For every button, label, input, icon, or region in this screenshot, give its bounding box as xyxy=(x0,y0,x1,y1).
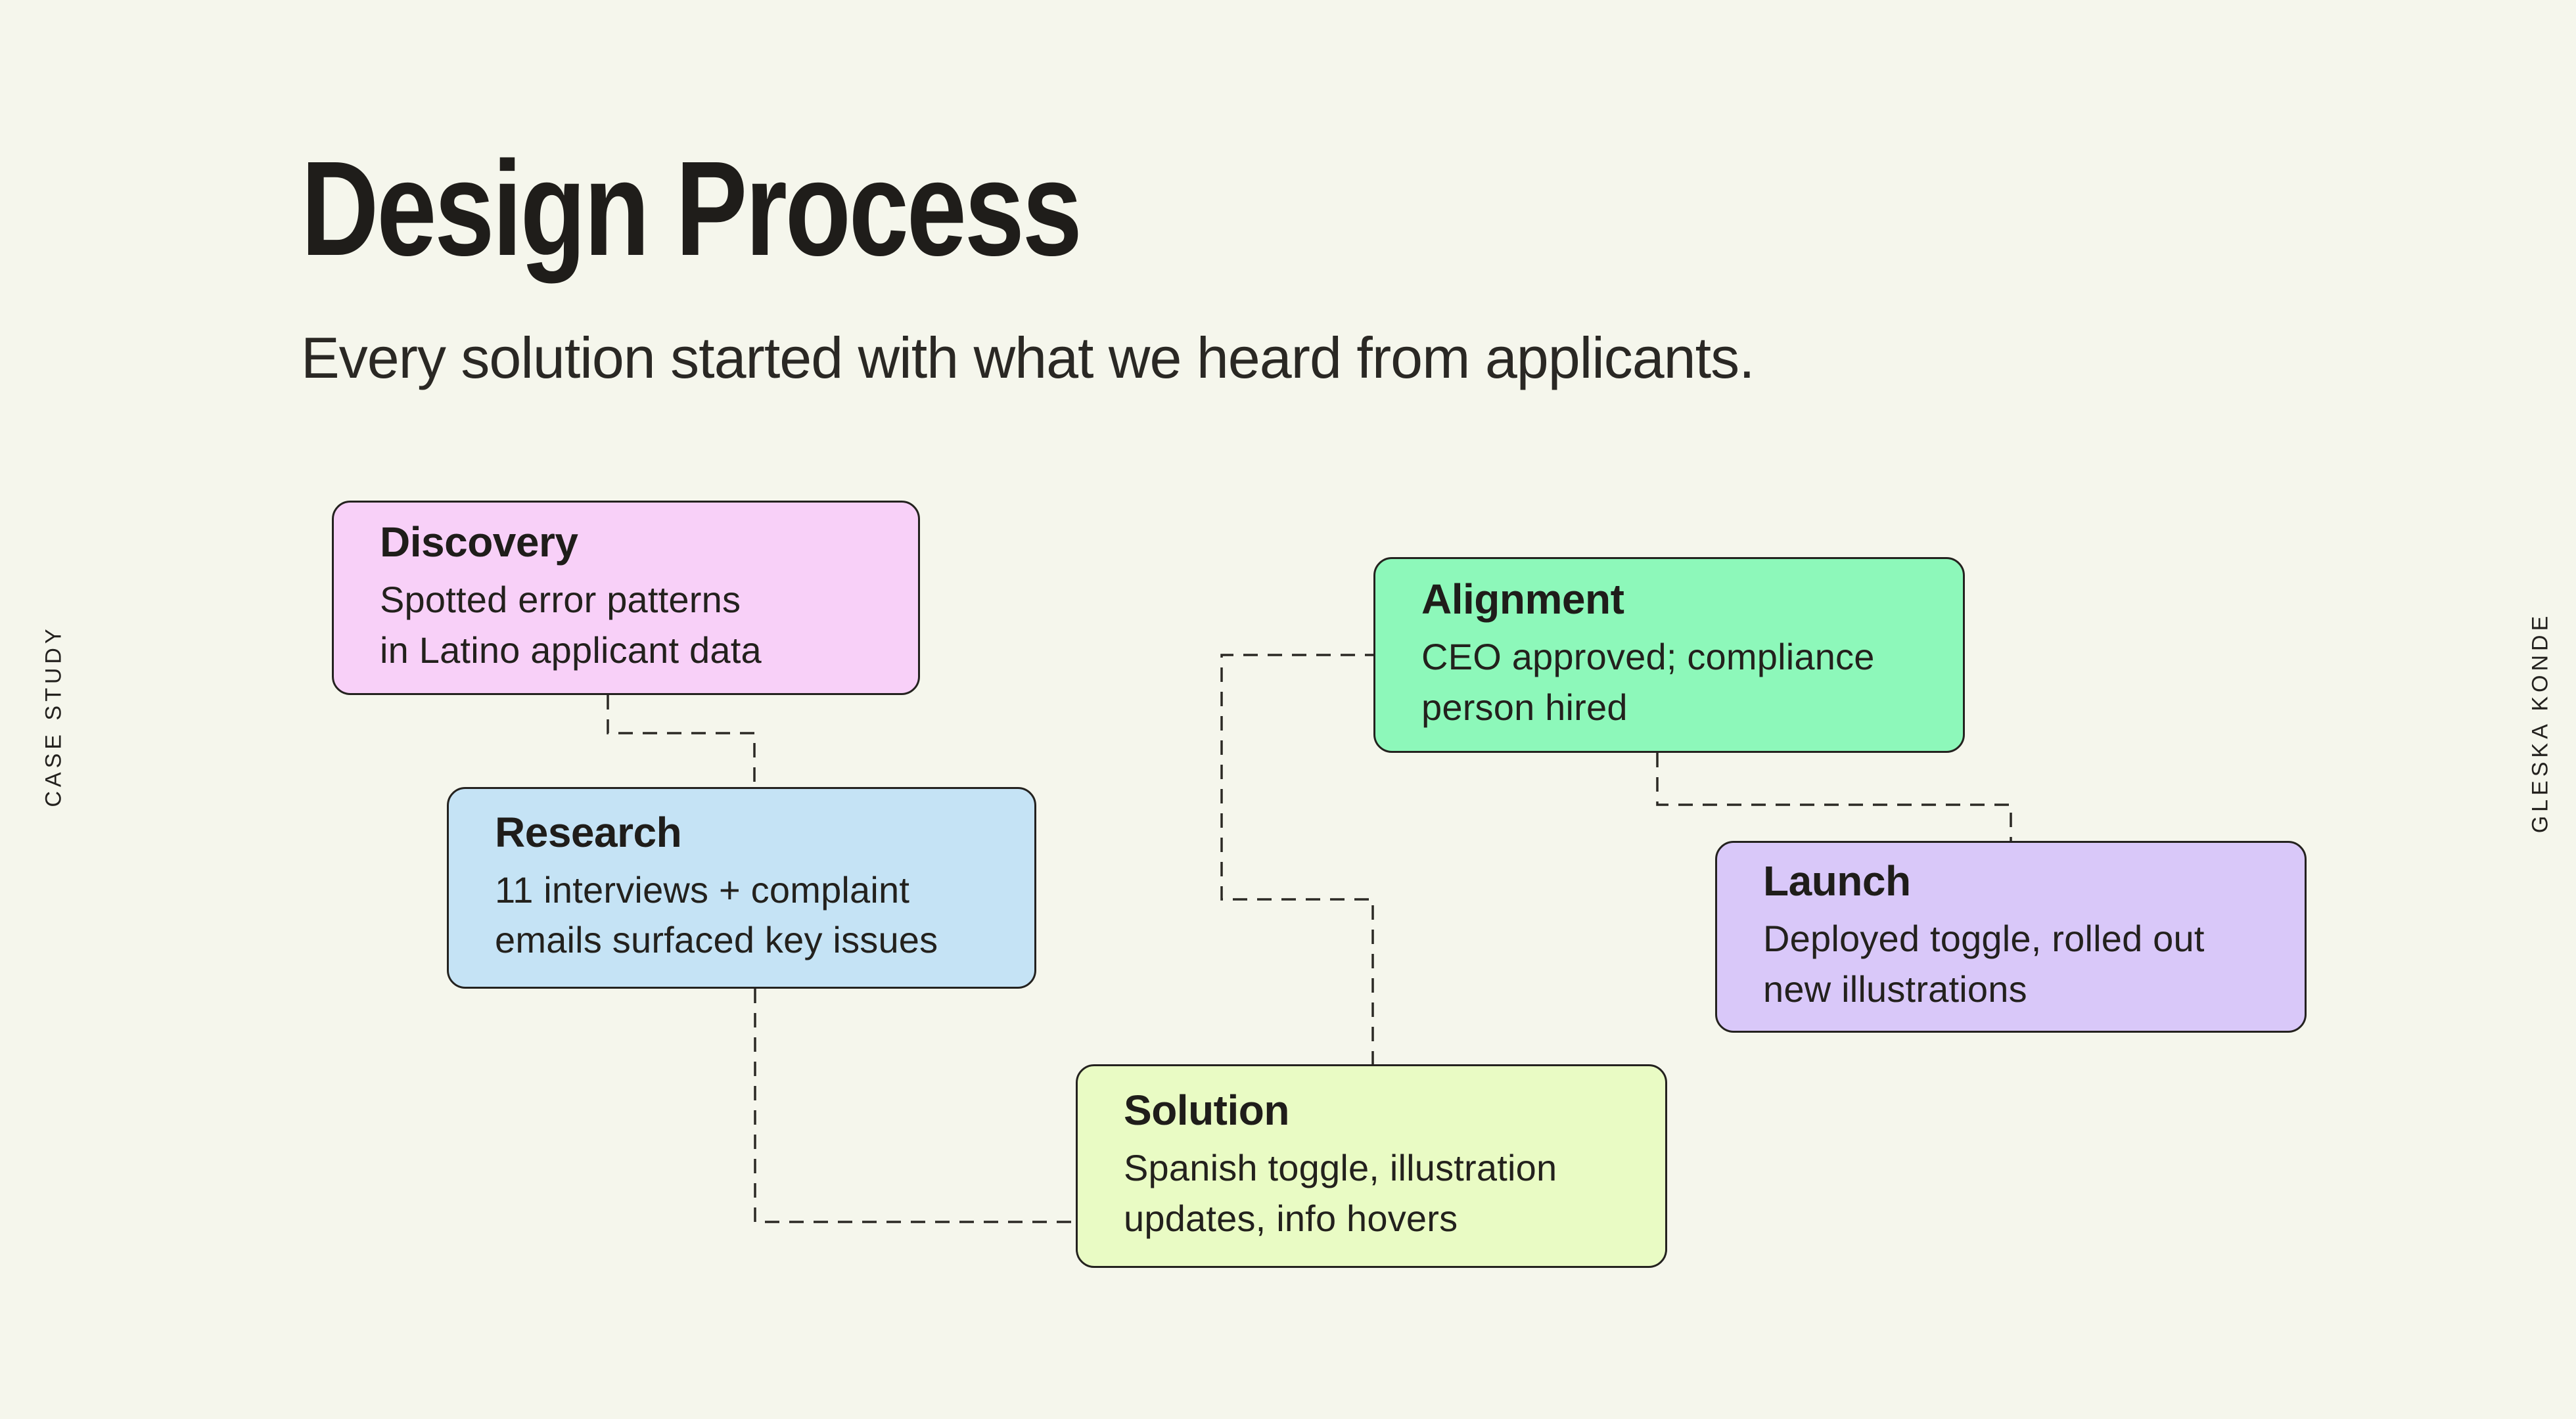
card-research: Research 11 interviews + complaint email… xyxy=(447,787,1036,989)
card-solution: Solution Spanish toggle, illustration up… xyxy=(1076,1064,1667,1268)
card-discovery: Discovery Spotted error patterns in Lati… xyxy=(332,501,920,695)
card-title: Discovery xyxy=(380,518,578,566)
page-title: Design Process xyxy=(301,133,1082,284)
card-body-line: Spanish toggle, illustration xyxy=(1124,1147,1557,1189)
card-body-line: in Latino applicant data xyxy=(380,629,762,671)
card-body-line: CEO approved; compliance xyxy=(1421,636,1875,678)
card-body-line: updates, info hovers xyxy=(1124,1197,1458,1239)
card-body-line: person hired xyxy=(1421,686,1628,728)
card-title: Research xyxy=(495,808,682,856)
card-body-line: Spotted error patterns xyxy=(380,579,741,621)
card-body-line: emails surfaced key issues xyxy=(495,919,938,961)
card-title: Alignment xyxy=(1421,575,1624,623)
connector-alignment-launch xyxy=(1656,753,2012,842)
card-body-line: new illustrations xyxy=(1763,968,2027,1010)
page-subtitle: Every solution started with what we hear… xyxy=(301,325,1755,390)
card-body-line: Deployed toggle, rolled out xyxy=(1763,918,2205,960)
connector-solution-alignment xyxy=(1220,654,1374,1066)
connector-discovery-research xyxy=(607,695,756,788)
card-title: Launch xyxy=(1763,857,1911,905)
card-body-line: 11 interviews + complaint xyxy=(495,868,910,911)
card-title: Solution xyxy=(1124,1087,1289,1135)
card-alignment: Alignment CEO approved; compliance perso… xyxy=(1373,557,1965,753)
connector-research-solution xyxy=(754,989,1076,1223)
card-launch: Launch Deployed toggle, rolled out new i… xyxy=(1715,841,2307,1033)
